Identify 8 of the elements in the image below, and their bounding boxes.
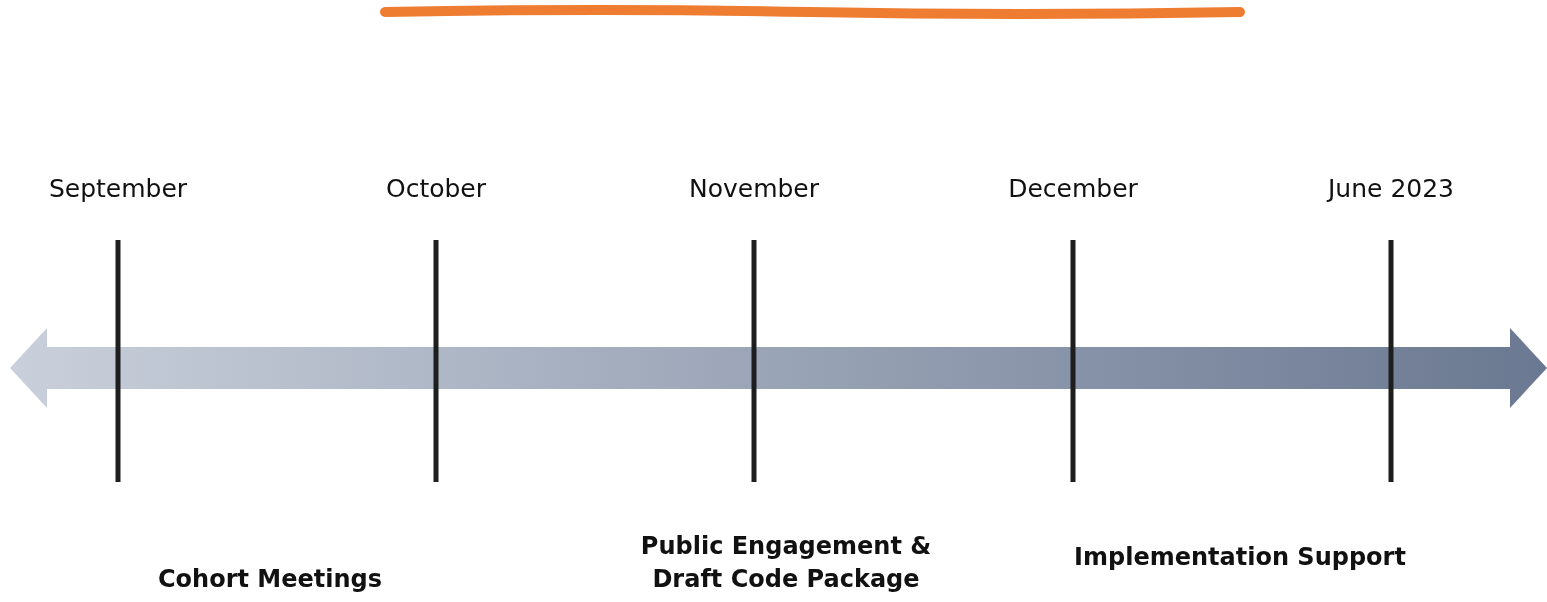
month-label: December	[1008, 173, 1138, 203]
month-label: June 2023	[1328, 173, 1454, 203]
month-label: October	[385, 173, 487, 203]
month-label: November	[688, 173, 820, 203]
month-label: September	[48, 173, 188, 203]
phase-label: Implementation Support	[1073, 541, 1407, 573]
phase-label: Cohort Meetings	[157, 563, 383, 595]
phase-label: Public Engagement & Draft Code Package	[639, 531, 933, 595]
